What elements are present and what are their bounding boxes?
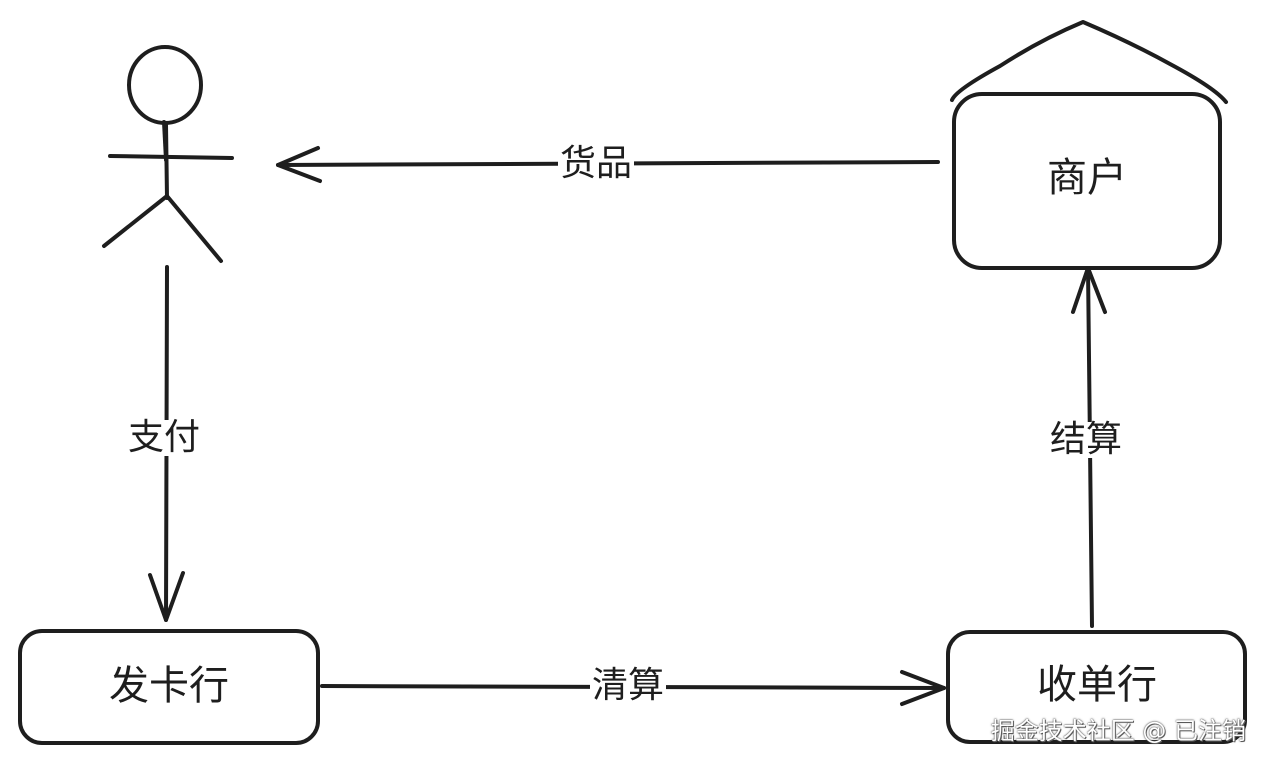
payment-label: 支付 (126, 417, 203, 458)
acquirer-bank-label: 收单行 (1037, 662, 1157, 708)
goods-label: 货品 (558, 143, 635, 184)
figure-left-leg (102, 194, 169, 248)
issuer-bank-label: 发卡行 (109, 663, 229, 709)
clearing-label: 清算 (590, 665, 667, 706)
issuer-bank-box (18, 629, 320, 745)
figure-right-leg (165, 194, 223, 263)
consumer-stick-figure (102, 45, 234, 263)
acquirer-bank-box (946, 630, 1247, 744)
watermark-text: 掘金技术社区 @ 已注销 (990, 717, 1246, 745)
merchant-node (950, 20, 1228, 270)
figure-head (127, 45, 203, 125)
merchant-label: 商户 (1047, 155, 1127, 201)
merchant-roof (950, 20, 1228, 104)
settlement-label: 结算 (1048, 419, 1125, 460)
figure-arms (108, 154, 234, 160)
figure-body (164, 123, 169, 200)
